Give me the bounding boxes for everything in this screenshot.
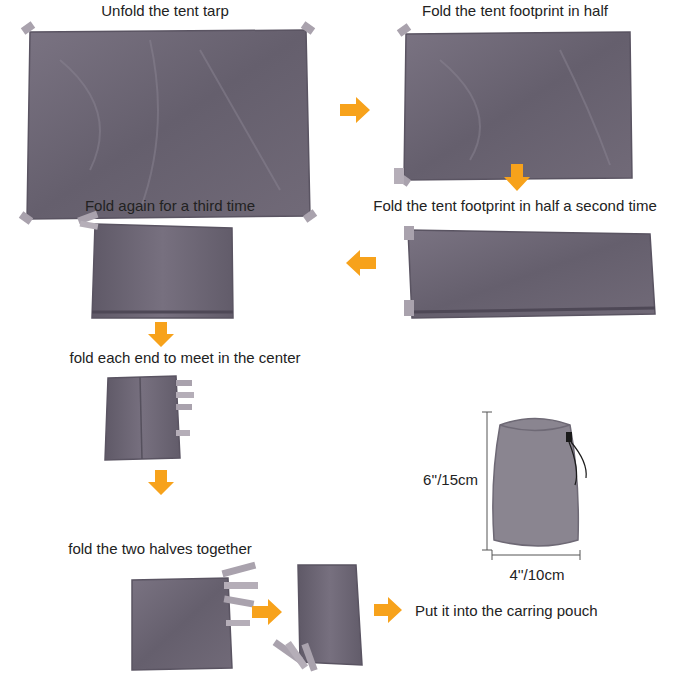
step-caption: fold each end to meet in the center: [70, 349, 301, 366]
tarp-folded-final: [273, 565, 362, 672]
dimension-label: 4''/10cm: [510, 566, 565, 583]
tarp-folded-third: [77, 211, 233, 318]
tarp-unfolded: [19, 21, 317, 224]
step-caption: Fold the tent footprint in half: [422, 2, 608, 19]
carrying-pouch: [493, 419, 586, 547]
step-caption: Unfold the tent tarp: [101, 2, 229, 19]
tarp-folded-quarter: [404, 226, 655, 318]
tarp-ends-to-center: [105, 376, 194, 460]
step-caption: Put it into the carring pouch: [415, 602, 598, 619]
step-caption: fold the two halves together: [68, 540, 251, 557]
dimension-label: 6''/15cm: [423, 471, 478, 488]
tarp-halves-together: [132, 562, 258, 670]
step-caption: Fold again for a third time: [85, 197, 255, 214]
dimension-lines: [482, 412, 580, 560]
step-caption: Fold the tent footprint in half a second…: [373, 197, 657, 214]
tarp-folded-half: [394, 23, 632, 186]
